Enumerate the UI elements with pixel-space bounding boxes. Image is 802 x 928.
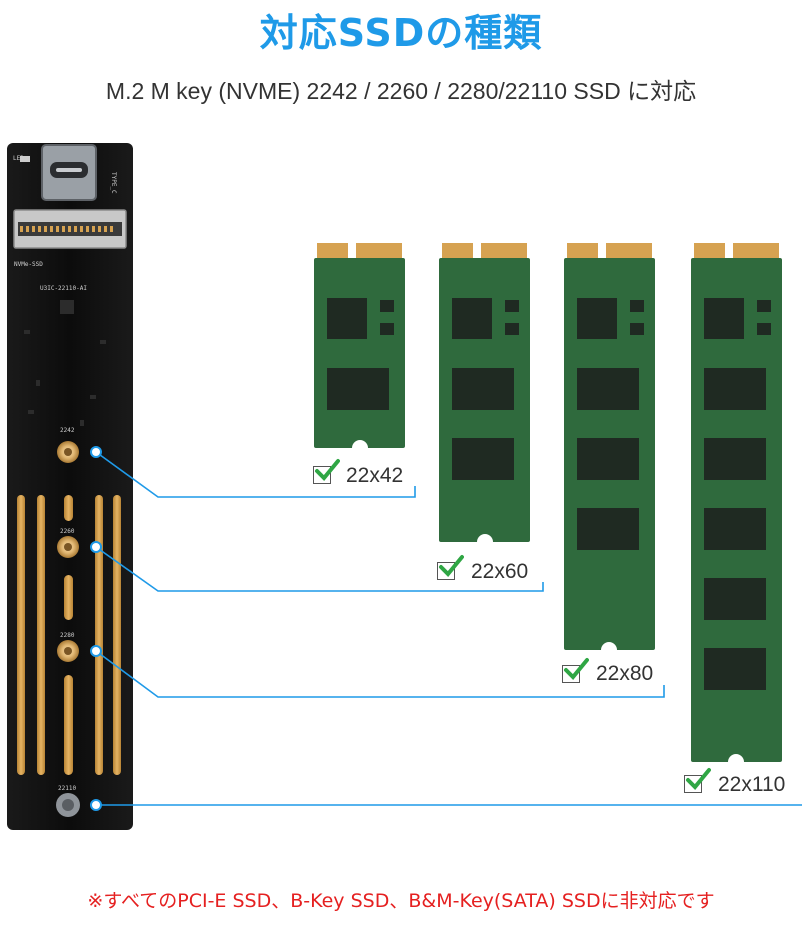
ssd-22x110 (691, 243, 782, 770)
board-hole-label-2260: 2260 (60, 528, 75, 535)
size-label-22x110: 22x110 (718, 773, 786, 796)
size-label-22x80: 22x80 (596, 662, 654, 685)
connector-2280 (95, 650, 665, 698)
board-model-label: U3IC-22110-AI (40, 285, 87, 292)
board-typec-label: TYPE_C (110, 172, 117, 194)
board-hole-label-2242: 2242 (60, 427, 75, 434)
size-label-22x60: 22x60 (471, 560, 529, 583)
size-label-22x42: 22x42 (346, 464, 404, 487)
check-22x80-icon (562, 658, 589, 683)
ssd-22x60 (439, 243, 530, 550)
board-hole-label-2280: 2280 (60, 632, 75, 639)
connector-2242 (95, 451, 416, 498)
board-nvme-label: NVMe-SSD (14, 261, 43, 268)
connector-2260 (95, 546, 544, 592)
page-title: 対応SSDの種類 (259, 11, 543, 55)
check-22x60-icon (437, 555, 464, 580)
check-22x42-icon (313, 459, 340, 484)
connector-lines (95, 451, 802, 806)
enclosure-board: LED TYPE_C NVMe-SSD U3IC-22110-AI 2242 2… (7, 143, 133, 830)
ssd-22x80 (564, 243, 655, 658)
board-led-label: LED (13, 155, 24, 162)
check-22x110-icon (684, 768, 711, 793)
incompatibility-note: ※すべてのPCI-E SSD、B-Key SSD、B&M-Key(SATA) S… (87, 890, 715, 912)
page-subtitle: M.2 M key (NVME) 2242 / 2260 / 2280/2211… (105, 78, 697, 104)
ssd-22x42 (314, 243, 405, 456)
board-hole-label-22110: 22110 (58, 785, 76, 792)
led-indicator (20, 156, 30, 162)
